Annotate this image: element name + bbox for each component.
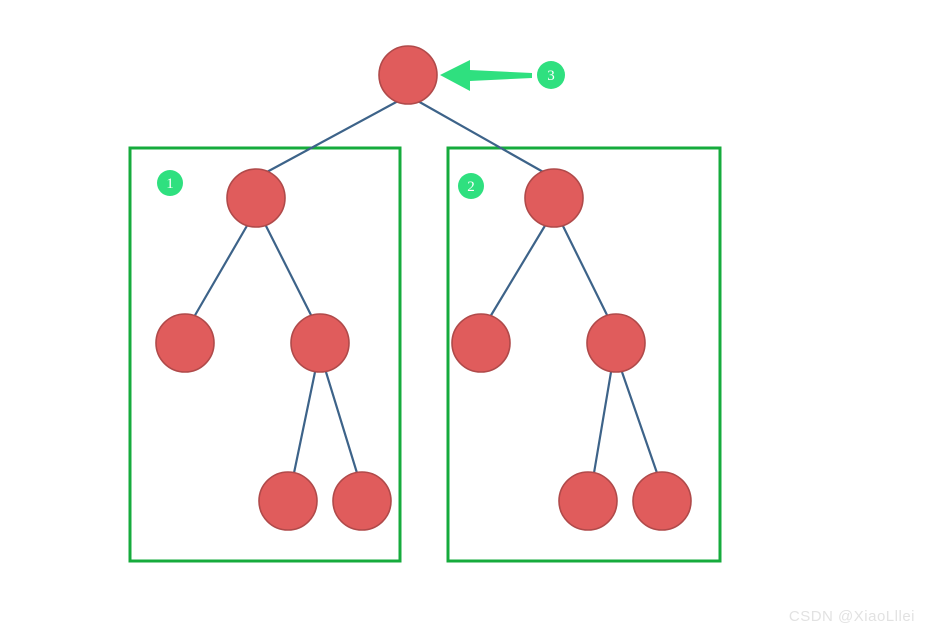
tree-node[interactable] [226, 168, 286, 228]
right-subtree-box[interactable] [446, 146, 722, 563]
callout-arrow-icon [440, 60, 532, 91]
tree-edge [263, 222, 314, 319]
tree-edge [488, 222, 548, 319]
tree-node[interactable] [558, 471, 618, 531]
badge-circle [157, 170, 183, 196]
badge-circle [458, 173, 484, 199]
tree-edge [414, 98, 547, 175]
badge-circle [537, 61, 565, 89]
tree-edge [292, 370, 317, 475]
tree-node[interactable] [586, 313, 646, 373]
tree-nodes [155, 45, 692, 531]
tree-edge [192, 222, 250, 319]
watermark-label: CSDN @XiaoLllei [788, 608, 915, 625]
tree-node[interactable] [332, 471, 392, 531]
badge-1[interactable]: 1 [157, 170, 183, 196]
tree-edge [620, 370, 659, 475]
tree-edge [263, 98, 402, 175]
tree-node[interactable] [290, 313, 350, 373]
tree-node[interactable] [258, 471, 318, 531]
badge-label: 3 [547, 68, 555, 84]
tree-edge [592, 370, 613, 475]
tree-node[interactable] [378, 45, 438, 105]
badge-label: 2 [467, 179, 475, 195]
left-subtree-box[interactable] [128, 146, 402, 563]
tree-node[interactable] [632, 471, 692, 531]
tree-edge [324, 370, 359, 475]
tree-edge [560, 222, 610, 319]
tree-node[interactable] [524, 168, 584, 228]
badge-3[interactable]: 3 [537, 61, 565, 89]
badge-label: 1 [166, 176, 174, 192]
tree-edges [192, 98, 659, 475]
numbered-badges: 1 2 3 [157, 61, 565, 199]
badge-2[interactable]: 2 [458, 173, 484, 199]
subtree-boxes [128, 146, 722, 563]
tree-node[interactable] [155, 313, 215, 373]
tree-node[interactable] [451, 313, 511, 373]
